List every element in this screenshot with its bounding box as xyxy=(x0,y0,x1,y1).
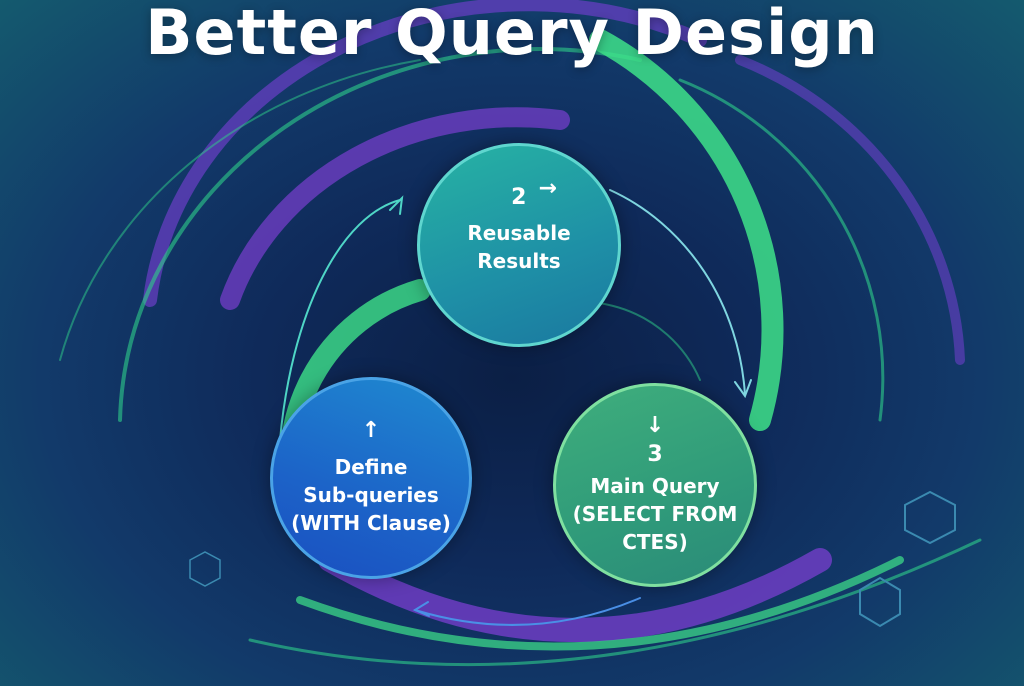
page-title: Better Query Design xyxy=(145,0,879,69)
step-2-reusable-results: 2 → Reusable Results xyxy=(417,143,621,347)
step-number: 3 xyxy=(647,442,663,467)
step-3-main-query: ↓ 3 Main Query (SELECT FROM CTES) xyxy=(553,383,757,587)
step-label: Define Sub-queries (WITH Clause) xyxy=(291,455,451,535)
arrow-right-icon: → xyxy=(538,176,557,201)
step-number: 2 xyxy=(511,185,527,210)
arrow-up-icon: ↑ xyxy=(361,418,381,443)
step-label: Reusable Results xyxy=(467,221,571,273)
arrow-down-icon: ↓ xyxy=(645,413,665,438)
step-label: Main Query (SELECT FROM CTES) xyxy=(572,474,738,554)
flow-arrow-1-to-2 xyxy=(279,199,401,441)
flow-arrow-2-to-3 xyxy=(609,189,746,396)
flow-arrow-3-to-1 xyxy=(414,597,641,626)
step-1-define-subqueries: ↑ Define Sub-queries (WITH Clause) xyxy=(270,377,472,579)
